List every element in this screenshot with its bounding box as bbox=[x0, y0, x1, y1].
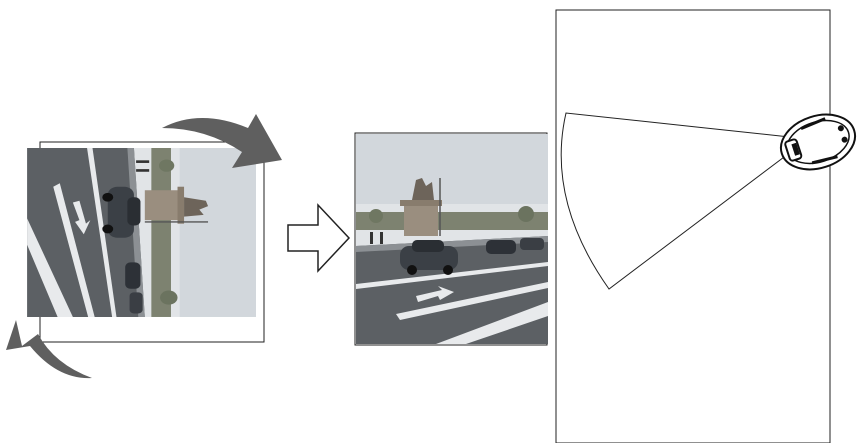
rotated-input-photo bbox=[26, 141, 265, 343]
corrected-output-photo bbox=[354, 132, 549, 346]
rotate-arrow-top-icon bbox=[162, 114, 282, 168]
rotate-arrow-bottom-icon bbox=[6, 320, 92, 379]
right-arrow-icon bbox=[287, 203, 351, 273]
camera-device-icon bbox=[779, 113, 857, 171]
device-field-of-view bbox=[555, 9, 857, 443]
field-of-view-wedge bbox=[560, 112, 810, 290]
